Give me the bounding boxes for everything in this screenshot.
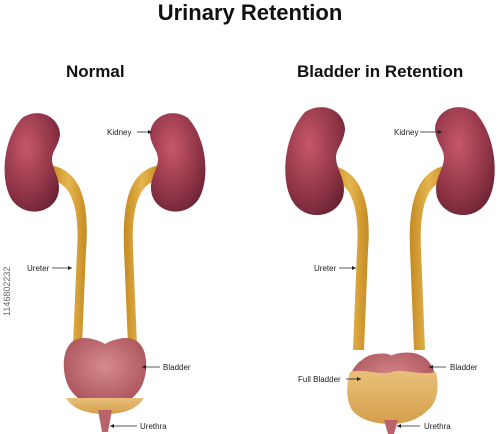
bladder-urine-full xyxy=(347,370,438,424)
label-bladder-retention: Bladder xyxy=(450,363,478,372)
left-ureter-normal xyxy=(50,165,87,345)
left-ureter-retention xyxy=(330,165,369,350)
label-urethra-normal: Urethra xyxy=(140,422,167,431)
panel-heading-retention: Bladder in Retention xyxy=(297,62,464,81)
right-kidney-normal xyxy=(150,113,206,212)
label-kidney-retention: Kidney xyxy=(394,128,418,137)
urethra-normal xyxy=(98,410,112,432)
label-ureter-normal: Ureter xyxy=(27,264,50,273)
panel-retention: Kidney Ureter Bladder Full Bladder Ureth… xyxy=(285,107,495,434)
label-urethra-retention: Urethra xyxy=(424,422,451,431)
panel-heading-normal: Normal xyxy=(66,62,125,81)
label-ureter-retention: Ureter xyxy=(314,264,337,273)
stock-image-code: 1146802232 xyxy=(2,266,12,316)
right-ureter-retention xyxy=(409,165,448,350)
label-kidney-normal: Kidney xyxy=(107,128,131,137)
left-kidney-normal xyxy=(4,113,61,212)
diagram-title: Urinary Retention xyxy=(157,0,343,25)
urethra-retention xyxy=(384,420,398,434)
label-bladder-normal: Bladder xyxy=(163,363,191,372)
right-kidney-retention xyxy=(435,107,495,216)
left-kidney-retention xyxy=(285,107,345,216)
panel-normal: Kidney Ureter Bladder Urethra xyxy=(4,113,206,432)
label-full-bladder: Full Bladder xyxy=(298,375,341,384)
right-ureter-normal xyxy=(123,165,160,345)
bladder-urine-normal xyxy=(66,398,144,414)
bladder-normal xyxy=(63,338,147,408)
